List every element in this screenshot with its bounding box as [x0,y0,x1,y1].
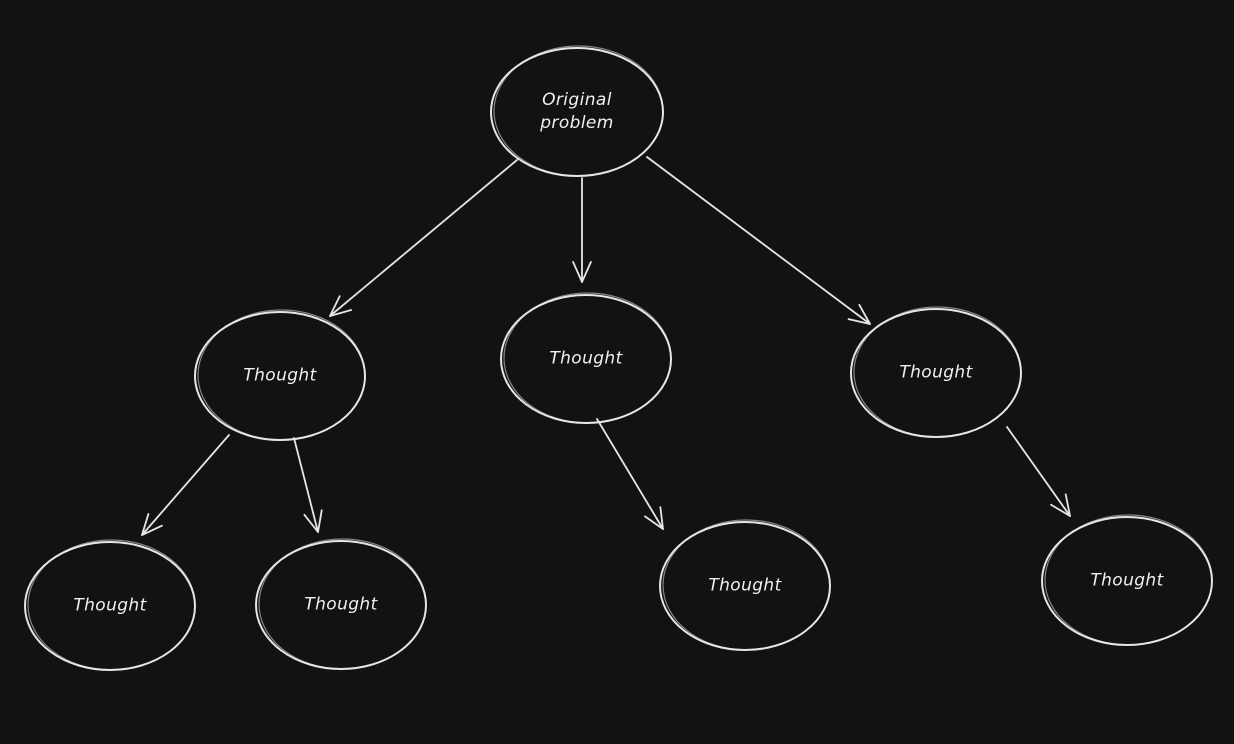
edge-root-t2 [572,177,592,283]
arrowhead-t1-t1a [141,513,163,536]
node-ellipse-sketch-t3 [853,306,1022,438]
arrowhead-root-t2 [572,261,592,283]
node-t1b [255,538,427,670]
node-label-t3a: Thought [1090,570,1164,591]
node-t2 [500,292,672,424]
arrowhead-root-t1 [329,295,353,317]
edge-t1-t1b [293,437,323,533]
edge-t3-t3a [1006,426,1071,517]
node-ellipse-sketch-root [493,45,664,177]
node-label-t1a: Thought [73,595,147,616]
node-t1a [24,539,196,671]
node-label-t1b: Thought [304,594,378,615]
node-t3a [1041,514,1213,646]
node-ellipse-sketch-t3a [1044,514,1213,646]
edge-root-t3 [646,156,871,325]
edge-line-t1-t1b [293,437,319,533]
node-t3 [850,306,1022,438]
node-label-root: Original problem [540,90,614,133]
node-ellipse-sketch-t2 [503,292,672,424]
arrowhead-t1-t1b [303,509,323,533]
arrowhead-t3-t3a [1050,493,1071,517]
edge-line-root-t1 [329,159,518,317]
arrowhead-root-t3 [847,303,871,325]
node-label-t2: Thought [549,348,623,369]
edge-root-t1 [329,159,518,317]
node-label-t2a: Thought [708,575,782,596]
node-ellipse-sketch-t1 [197,309,366,441]
node-ellipse-sketch-t1b [258,538,427,670]
edge-line-t1-t1a [141,434,230,536]
edge-t2-t2a [596,418,664,530]
edge-line-root-t3 [646,156,871,325]
node-ellipse-sketch-t1a [27,539,196,671]
node-ellipse-sketch-t2a [662,519,831,651]
node-t1 [194,309,366,441]
edge-t1-t1a [141,434,230,536]
edge-line-t2-t2a [596,418,664,530]
node-label-t1: Thought [243,365,317,386]
node-label-t3: Thought [899,362,973,383]
node-root [490,45,664,177]
node-t2a [659,519,831,651]
edge-line-t3-t3a [1006,426,1071,517]
arrowhead-t2-t2a [644,506,664,530]
